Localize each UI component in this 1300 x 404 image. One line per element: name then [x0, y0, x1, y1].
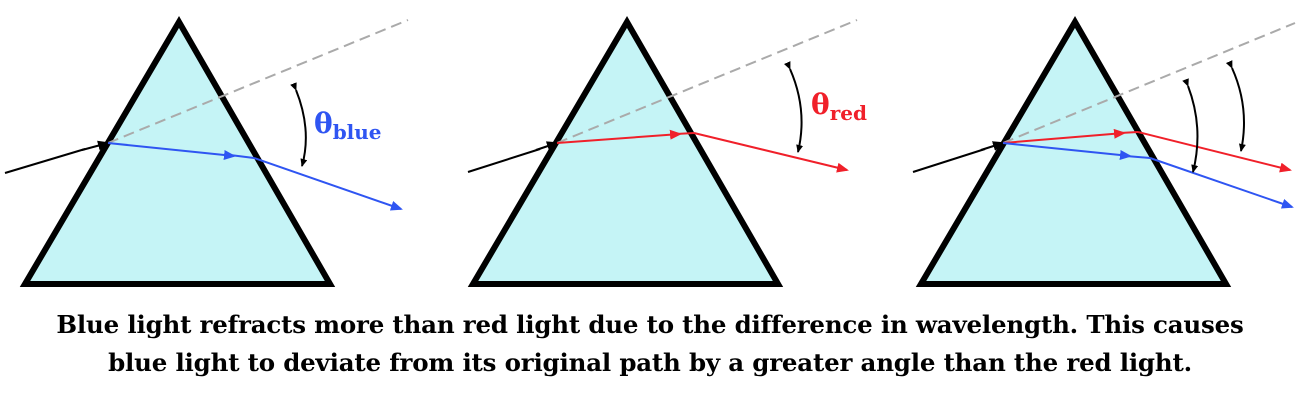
prism-red	[467, 16, 784, 287]
reference-line	[107, 19, 409, 144]
exit-ray-red	[1137, 131, 1292, 173]
caption-line-2: blue light to deviate from its original …	[108, 348, 1192, 377]
prism-combined	[915, 16, 1232, 287]
incident-ray	[4, 148, 86, 174]
prism-dispersion-diagram: θblue θred	[4, 16, 1296, 287]
exit-ray-blue	[253, 157, 403, 211]
angle-arc-red	[1225, 60, 1246, 152]
caption: Blue light refracts more than red light …	[0, 306, 1300, 382]
panel-combined	[912, 16, 1296, 287]
angle-arc-blue	[290, 82, 308, 167]
panel-blue: θblue	[4, 16, 409, 287]
refracted-ray-blue	[107, 142, 236, 160]
angle-label-red: θred	[811, 88, 867, 125]
angle-arc-red	[783, 61, 804, 153]
reference-line	[1002, 22, 1296, 144]
exit-ray-blue	[1149, 157, 1294, 209]
panel-red: θred	[467, 16, 867, 287]
caption-line-1: Blue light refracts more than red light …	[56, 310, 1244, 339]
refracted-ray-red	[1002, 128, 1126, 144]
reference-line	[556, 19, 858, 144]
refracted-ray-red	[556, 129, 682, 144]
exit-ray-red	[693, 132, 849, 173]
incident-ray	[467, 148, 541, 173]
incident-ray	[912, 148, 986, 173]
angle-label-blue: θblue	[314, 107, 382, 144]
refracted-ray-blue	[1002, 142, 1132, 160]
prism-blue	[19, 16, 336, 287]
angle-arc-blue	[1182, 78, 1199, 173]
